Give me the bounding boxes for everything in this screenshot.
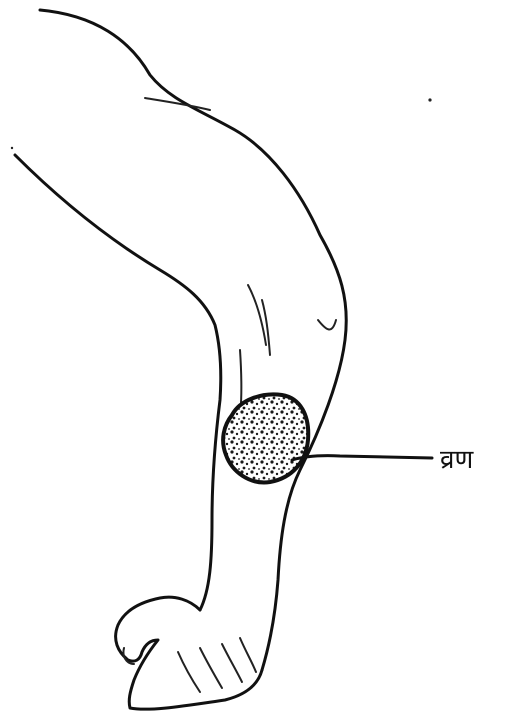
- finger-line-3: [222, 644, 242, 682]
- finger-line-2: [200, 648, 222, 688]
- speck-2: [11, 147, 13, 149]
- arm-outline-bottom: [15, 155, 221, 610]
- finger-line-4: [240, 638, 256, 672]
- finger-line-1: [178, 652, 200, 692]
- elbow-crease-3: [318, 320, 336, 329]
- hand-outline: [116, 597, 262, 709]
- callout-leader-line: [292, 456, 432, 460]
- speck-1: [428, 98, 431, 101]
- wound: [223, 394, 308, 482]
- arm-outline-top: [40, 10, 346, 670]
- callout-label-wound: व्रण: [440, 445, 474, 475]
- elbow-crease-1: [248, 285, 266, 345]
